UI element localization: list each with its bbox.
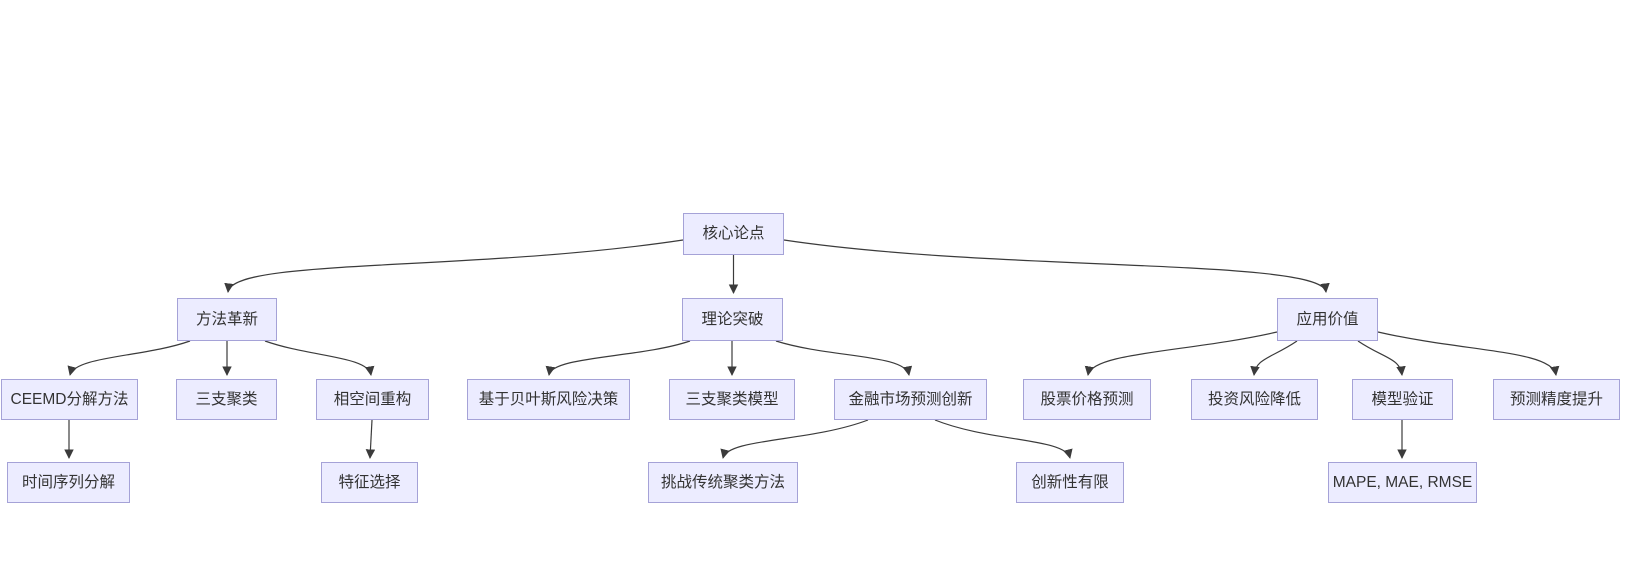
edge-application-value-to-stock-price-prediction — [1084, 331, 1278, 376]
node-theoretical-breakthrough: 理论突破 — [682, 298, 783, 341]
node-challenge-traditional-clustering: 挑战传统聚类方法 — [648, 462, 798, 503]
edge-financial-market-forecast-innovation-to-challenge-traditional-clustering — [720, 419, 869, 459]
node-ceemd-decomposition: CEEMD分解方法 — [1, 379, 138, 420]
node-limited-innovation: 创新性有限 — [1016, 462, 1124, 503]
node-financial-market-forecast-innovation: 金融市场预测创新 — [834, 379, 987, 420]
node-model-validation: 模型验证 — [1352, 379, 1453, 420]
edge-phase-space-reconstruction-to-feature-selection — [365, 419, 376, 459]
node-stock-price-prediction: 股票价格预测 — [1023, 379, 1151, 420]
edge-application-value-to-model-validation — [1357, 340, 1406, 376]
node-three-way-clustering: 三支聚类 — [176, 379, 277, 420]
edge-method-innovation-to-phase-space-reconstruction — [264, 340, 375, 376]
edge-financial-market-forecast-innovation-to-limited-innovation — [934, 419, 1073, 459]
node-time-series-decomposition: 时间序列分解 — [7, 462, 130, 503]
node-bayesian-risk-decision: 基于贝叶斯风险决策 — [467, 379, 630, 420]
edge-method-innovation-to-ceemd-decomposition — [67, 340, 191, 376]
node-feature-selection: 特征选择 — [321, 462, 418, 503]
node-core-thesis: 核心论点 — [683, 213, 784, 255]
edge-theoretical-breakthrough-to-bayesian-risk-decision — [545, 340, 691, 376]
node-investment-risk-reduction: 投资风险降低 — [1191, 379, 1318, 420]
edge-core-thesis-to-application-value — [783, 239, 1330, 293]
edge-application-value-to-investment-risk-reduction — [1250, 340, 1298, 376]
edge-application-value-to-forecast-accuracy-improvement — [1377, 331, 1560, 376]
node-three-way-clustering-model: 三支聚类模型 — [669, 379, 795, 420]
node-application-value: 应用价值 — [1277, 298, 1378, 341]
node-method-innovation: 方法革新 — [177, 298, 277, 341]
edge-core-thesis-to-method-innovation — [224, 239, 684, 293]
node-evaluation-metrics: MAPE, MAE, RMSE — [1328, 462, 1477, 503]
node-forecast-accuracy-improvement: 预测精度提升 — [1493, 379, 1620, 420]
edge-theoretical-breakthrough-to-financial-market-forecast-innovation — [775, 340, 913, 376]
node-phase-space-reconstruction: 相空间重构 — [316, 379, 429, 420]
